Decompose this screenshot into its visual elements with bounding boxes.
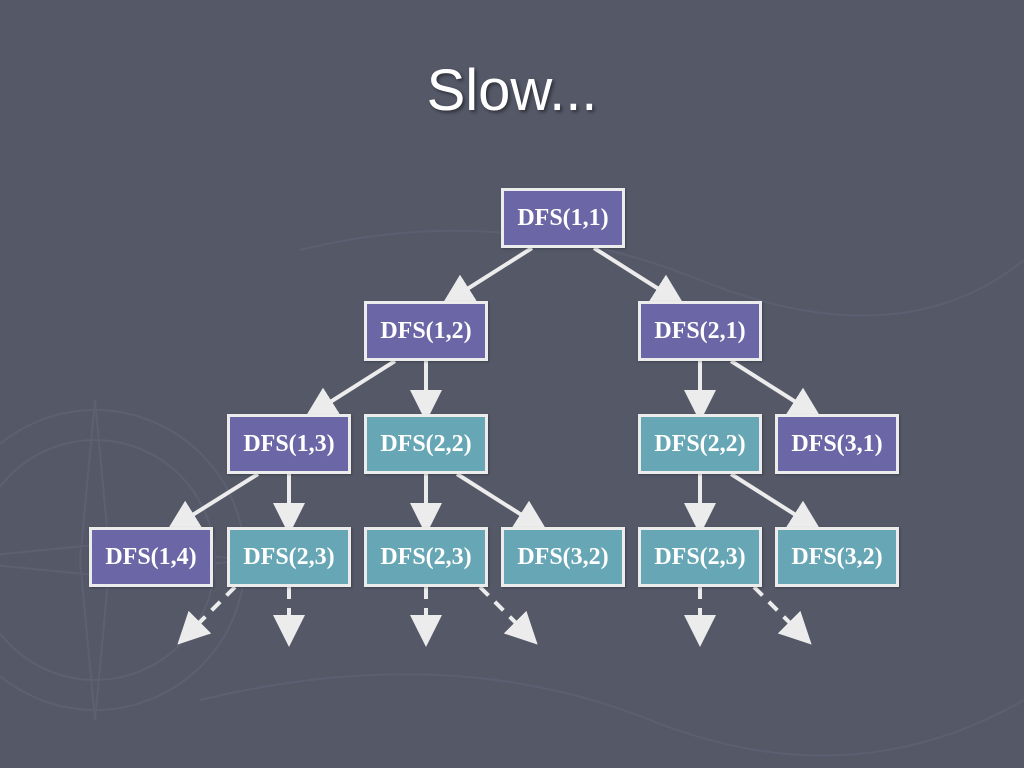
- edge-arrow-n11-n21a: [592, 246, 685, 306]
- slide-title: Slow...: [426, 58, 598, 123]
- node-dfs-2-2-right: DFS(2,2): [638, 414, 762, 474]
- node-dfs-1-3: DFS(1,3): [227, 414, 351, 474]
- node-dfs-1-1: DFS(1,1): [501, 188, 625, 248]
- edge-arrow-n11-n12: [441, 246, 534, 306]
- node-dfs-3-2-a: DFS(3,2): [501, 527, 625, 587]
- edge-arrow-n12-n13: [304, 359, 397, 419]
- dashed-arrow-n23a-left: [177, 585, 237, 645]
- node-dfs-3-1: DFS(3,1): [775, 414, 899, 474]
- edge-arrow-n21a-n31: [729, 359, 822, 419]
- edge-arrow-n22a-n32a: [455, 472, 548, 532]
- edge-arrow-n22b-n32b: [729, 472, 822, 532]
- node-dfs-2-3-c: DFS(2,3): [638, 527, 762, 587]
- node-dfs-1-4: DFS(1,4): [89, 527, 213, 587]
- node-dfs-2-3-a: DFS(2,3): [227, 527, 351, 587]
- node-dfs-1-2: DFS(1,2): [364, 301, 488, 361]
- node-dfs-2-1: DFS(2,1): [638, 301, 762, 361]
- dashed-arrow-n23c-right: [752, 585, 812, 645]
- node-dfs-2-2-left: DFS(2,2): [364, 414, 488, 474]
- node-dfs-2-3-b: DFS(2,3): [364, 527, 488, 587]
- edge-arrow-n13-n14: [166, 472, 260, 532]
- dashed-arrow-n23b-right: [478, 585, 538, 645]
- node-dfs-3-2-b: DFS(3,2): [775, 527, 899, 587]
